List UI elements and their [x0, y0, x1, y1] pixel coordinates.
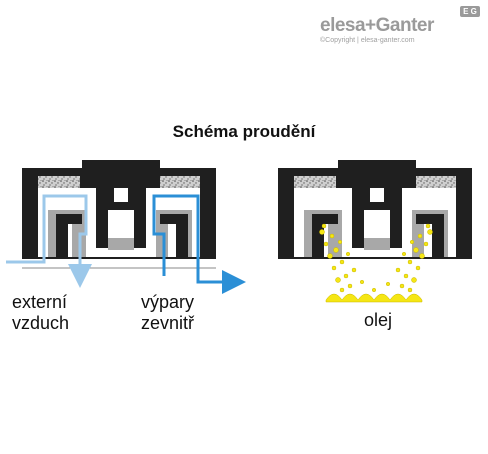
- oil-label: olej: [364, 310, 393, 330]
- left-filter-left: [38, 176, 80, 188]
- left-filter-right: [160, 176, 200, 188]
- right-center-stem: [352, 188, 402, 248]
- left-breather-cross-section: [6, 160, 246, 294]
- oil-splash: [319, 223, 433, 303]
- inner-vapors-label-line2: zevnitř: [141, 313, 195, 333]
- logo-wordmark: elesa+Ganter: [320, 15, 434, 36]
- right-filter-right: [416, 176, 456, 188]
- logo-copyright: ©Copyright | elesa-ganter.com: [320, 37, 415, 44]
- inner-vapor-flow-path: [152, 194, 246, 294]
- left-center-stem: [96, 188, 146, 248]
- logo-badge: E G: [460, 6, 480, 17]
- inner-vapors-label-line1: výpary: [141, 292, 195, 312]
- external-air-label-line2: vzduch: [12, 313, 70, 333]
- right-breather-cross-section: [278, 160, 472, 303]
- elesa-ganter-logo: elesa+Ganter ©Copyright | elesa-ganter.c…: [318, 6, 484, 46]
- diagram-title: Schéma proudění: [172, 122, 316, 141]
- external-air-flow-path: [6, 194, 92, 288]
- external-air-label-line1: externí: [12, 292, 68, 312]
- right-filter-left: [294, 176, 336, 188]
